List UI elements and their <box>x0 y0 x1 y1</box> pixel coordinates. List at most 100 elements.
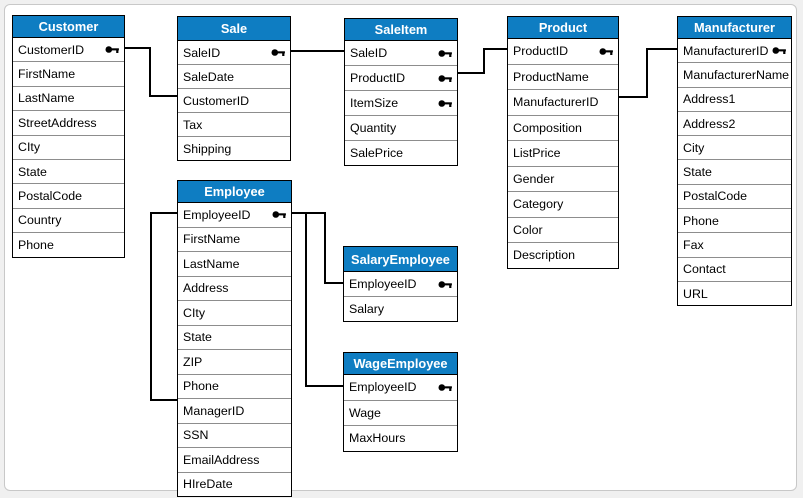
table-title: Customer <box>38 19 99 34</box>
column-customerid[interactable]: CustomerID <box>13 38 124 62</box>
column-maxhours[interactable]: MaxHours <box>344 425 457 451</box>
column-saleid[interactable]: SaleID <box>178 41 290 64</box>
connector-product-manufacturer[interactable] <box>619 48 677 98</box>
column-label: CustomerID <box>18 42 85 57</box>
table-title: Employee <box>204 184 265 199</box>
column-productname[interactable]: ProductName <box>508 63 618 89</box>
column-ssn[interactable]: SSN <box>178 422 291 447</box>
table-header[interactable]: WageEmployee <box>344 353 457 375</box>
column-postalcode[interactable]: PostalCode <box>678 183 791 209</box>
column-shipping[interactable]: Shipping <box>178 136 290 160</box>
column-manufacturerid[interactable]: ManufacturerID <box>678 39 791 63</box>
column-gender[interactable]: Gender <box>508 165 618 191</box>
column-employeeid[interactable]: EmployeeID <box>344 272 457 296</box>
column-saleprice[interactable]: SalePrice <box>345 140 457 165</box>
column-label: State <box>183 330 212 345</box>
column-quantity[interactable]: Quantity <box>345 115 457 140</box>
column-streetaddress[interactable]: StreetAddress <box>13 110 124 135</box>
column-phone[interactable]: Phone <box>13 232 124 257</box>
column-label: EmployeeID <box>349 380 417 395</box>
column-employeeid[interactable]: EmployeeID <box>178 203 291 227</box>
column-firstname[interactable]: FirstName <box>13 61 124 86</box>
column-saledate[interactable]: SaleDate <box>178 64 290 88</box>
column-address1[interactable]: Address1 <box>678 86 791 111</box>
column-label: ZIP <box>183 354 203 369</box>
column-color[interactable]: Color <box>508 216 618 242</box>
column-city[interactable]: City <box>678 135 791 160</box>
column-label: LastName <box>183 256 240 271</box>
column-customerid[interactable]: CustomerID <box>178 88 290 112</box>
column-address2[interactable]: Address2 <box>678 110 791 136</box>
table-title: WageEmployee <box>353 356 448 371</box>
table-header[interactable]: Sale <box>178 17 290 41</box>
column-address[interactable]: Address <box>178 275 291 300</box>
column-label: PostalCode <box>683 189 748 204</box>
column-emailaddress[interactable]: EmailAddress <box>178 447 291 472</box>
connector-employee-self-managerid[interactable] <box>150 212 177 401</box>
column-lastname[interactable]: LastName <box>13 85 124 111</box>
column-itemsize[interactable]: ItemSize <box>345 90 457 115</box>
column-state[interactable]: State <box>178 324 291 349</box>
column-fax[interactable]: Fax <box>678 232 791 257</box>
column-firstname[interactable]: FirstName <box>178 226 291 251</box>
connector-employee-wageemployee[interactable] <box>292 212 343 387</box>
column-manufacturerid[interactable]: ManufacturerID <box>508 89 618 115</box>
column-label: EmployeeID <box>349 277 417 291</box>
connector-customer-sale[interactable] <box>125 47 177 97</box>
connector-saleitem-product[interactable] <box>458 48 507 74</box>
column-lastname[interactable]: LastName <box>178 251 291 276</box>
column-productid[interactable]: ProductID <box>508 39 618 64</box>
column-label: HIreDate <box>183 477 233 492</box>
column-city[interactable]: CIty <box>13 134 124 159</box>
column-label: ListPrice <box>513 146 561 161</box>
column-label: StreetAddress <box>18 115 97 130</box>
column-state[interactable]: State <box>13 158 124 184</box>
column-composition[interactable]: Composition <box>508 114 618 140</box>
primary-key-icon <box>438 280 452 288</box>
table-header[interactable]: Product <box>508 17 618 39</box>
table-header[interactable]: Manufacturer <box>678 17 791 39</box>
column-label: ProductID <box>513 44 569 59</box>
column-phone[interactable]: Phone <box>178 373 291 398</box>
column-label: Phone <box>683 213 719 228</box>
column-wage[interactable]: Wage <box>344 399 457 426</box>
column-label: City <box>683 140 705 155</box>
column-category[interactable]: Category <box>508 191 618 217</box>
column-contact[interactable]: Contact <box>678 256 791 281</box>
table-header[interactable]: SalaryEmployee <box>344 247 457 272</box>
column-productid[interactable]: ProductID <box>345 65 457 90</box>
column-managerid[interactable]: ManagerID <box>178 398 291 423</box>
column-country[interactable]: Country <box>13 207 124 233</box>
column-state[interactable]: State <box>678 159 791 184</box>
column-zip[interactable]: ZIP <box>178 349 291 374</box>
column-description[interactable]: Description <box>508 242 618 268</box>
column-tax[interactable]: Tax <box>178 112 290 136</box>
table-header[interactable]: Employee <box>178 181 291 203</box>
table-header[interactable]: Customer <box>13 16 124 38</box>
column-postalcode[interactable]: PostalCode <box>13 183 124 208</box>
column-label: Country <box>18 213 62 228</box>
column-city[interactable]: CIty <box>178 300 291 325</box>
column-phone[interactable]: Phone <box>678 208 791 233</box>
table-header[interactable]: SaleItem <box>345 19 457 41</box>
connector-employee-salaryemployee[interactable] <box>292 212 343 284</box>
column-label: Category <box>513 197 564 212</box>
column-label: ItemSize <box>350 96 399 110</box>
column-saleid[interactable]: SaleID <box>345 41 457 65</box>
column-salary[interactable]: Salary <box>344 296 457 321</box>
column-hiredate[interactable]: HIreDate <box>178 471 291 496</box>
column-label: Address <box>183 281 229 296</box>
column-url[interactable]: URL <box>678 280 791 306</box>
column-label: ProductName <box>513 69 589 84</box>
column-employeeid[interactable]: EmployeeID <box>344 375 457 400</box>
column-listprice[interactable]: ListPrice <box>508 140 618 166</box>
column-manufacturername[interactable]: ManufacturerName <box>678 62 791 87</box>
